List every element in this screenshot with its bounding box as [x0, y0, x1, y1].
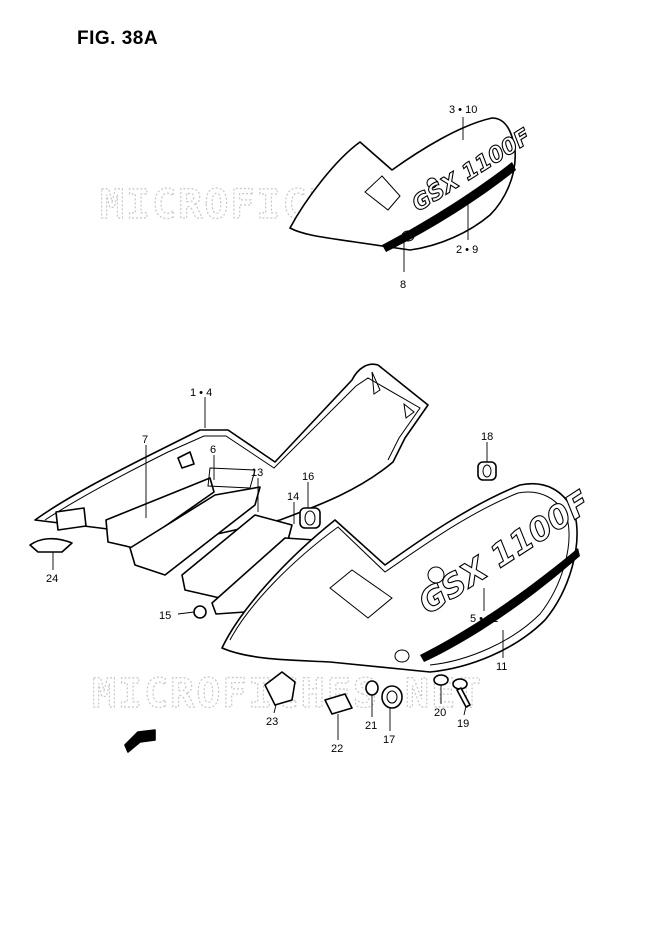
callout-5-12: 5 • 12: [470, 613, 498, 625]
cushion-22: [324, 693, 353, 715]
callout-16: 16: [302, 471, 314, 483]
callout-17: 17: [383, 734, 395, 746]
callout-13: 13: [251, 467, 263, 479]
callout-8: 8: [400, 279, 406, 291]
callout-18: 18: [481, 431, 493, 443]
callout-24: 24: [46, 573, 58, 585]
callout-14: 14: [287, 491, 299, 503]
callout-23: 23: [266, 716, 278, 728]
clip-24: [29, 537, 73, 553]
figure-title: FIG. 38A: [77, 28, 159, 49]
callout-22: 22: [331, 743, 343, 755]
inner-panels: [105, 467, 316, 619]
side-cover-detail: GSX 1100F: [289, 117, 536, 252]
callout-2-9: 2 • 9: [456, 244, 478, 256]
callout-11: 11: [496, 661, 507, 673]
leader-lines: [52, 117, 504, 740]
grommet-18: [477, 461, 497, 481]
grommet-16: [299, 507, 321, 529]
cushion-23: [264, 671, 296, 706]
callout-15: 15: [159, 610, 171, 622]
fwd-arrow-icon: FWD: [124, 729, 156, 753]
callout-7: 7: [142, 434, 148, 446]
callout-19: 19: [457, 718, 469, 730]
callout-1-4: 1 • 4: [190, 387, 212, 399]
callout-labels: 3 • 10 2 • 9 8 1 • 4 7 6 13 16 14 18 24 …: [46, 104, 507, 755]
nut-21: [365, 680, 379, 696]
grommet-17: [381, 685, 403, 709]
callout-20: 20: [434, 707, 446, 719]
callout-6: 6: [210, 444, 216, 456]
callout-21: 21: [365, 720, 377, 732]
callout-3-10: 3 • 10: [449, 104, 477, 116]
washer-20: [433, 674, 449, 686]
screw-19: [452, 678, 471, 708]
inner-fairing: [29, 363, 429, 553]
